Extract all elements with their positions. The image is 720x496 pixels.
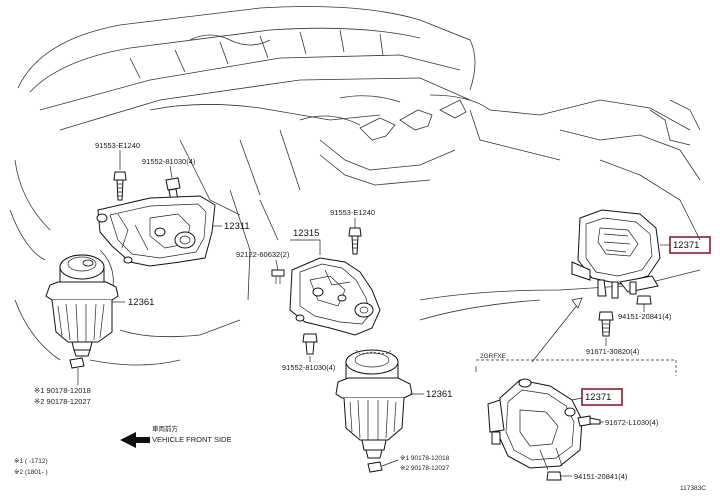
bolt-94151-bottom[interactable]: [546, 471, 562, 481]
bolt-91553-left[interactable]: [113, 171, 127, 201]
label-91552-left: 91552-81030(4): [142, 157, 196, 166]
label-94151-top: 94151-20841(4): [618, 312, 672, 321]
vehicle-front-arrow-icon: [120, 432, 150, 448]
bracket-12311[interactable]: [96, 195, 216, 267]
label-91553-left: 91553-E1240: [95, 141, 140, 150]
bolt-91672[interactable]: [577, 415, 601, 427]
label-12371-top: 12371: [673, 240, 699, 251]
label-94151-bottom: 94151-20841(4): [574, 472, 628, 481]
bolt-94151-top[interactable]: [636, 295, 652, 305]
mount-12371-bottom[interactable]: [487, 378, 583, 471]
leader-12371-bottom: [571, 397, 583, 401]
arrow-head: [571, 297, 583, 309]
label-91671: 91671-30820(4): [586, 347, 640, 356]
label-front-jp: 車両前方: [152, 424, 179, 433]
footnote-1: ※1 ( -1712): [14, 458, 48, 465]
nut-90178-left[interactable]: [69, 357, 85, 369]
leader-91552-left: [169, 165, 173, 179]
leader-12315: [290, 239, 321, 255]
figure-id: 117383C: [680, 485, 706, 492]
mount-12361-left[interactable]: [45, 254, 119, 357]
label-90178-left-2: ※2 90178-12027: [34, 397, 91, 406]
label-engine-code: 2GRFXE: [480, 353, 507, 360]
stud-92122[interactable]: [271, 269, 285, 284]
label-90178-mid-1: ※1 90178-12018: [400, 455, 450, 462]
leader-90178-mid: [381, 459, 399, 467]
engine-outline: [9, 6, 701, 366]
label-box-12371-bottom: [581, 388, 623, 406]
label-12361-mid: 12361: [426, 389, 452, 400]
leader-92122: [275, 259, 279, 271]
bolt-91552-mid[interactable]: [302, 333, 318, 355]
bolt-91553-mid[interactable]: [348, 227, 362, 255]
label-90178-left-1: ※1 90178-12018: [34, 386, 91, 395]
label-12371-bottom: 12371: [585, 392, 611, 403]
footnote-2: ※2 (1801- ): [14, 469, 48, 476]
label-front-en: VEHICLE FRONT SIDE: [152, 435, 231, 444]
label-92122: 92122-60632(2): [236, 250, 290, 259]
bracket-12315[interactable]: [289, 257, 381, 336]
label-90178-mid-2: ※2 90178-12027: [400, 465, 450, 472]
mount-12361-mid[interactable]: [335, 349, 413, 459]
nut-90178-mid[interactable]: [367, 461, 383, 473]
label-91552-mid: 91552-81030(4): [282, 363, 336, 372]
label-12361-left: 12361: [128, 297, 154, 308]
label-12311: 12311: [224, 221, 250, 232]
label-91672: 91672-L1030(4): [605, 418, 659, 427]
label-91553-mid: 91553-E1240: [330, 208, 375, 217]
label-12315: 12315: [293, 228, 319, 239]
bolt-91671[interactable]: [598, 311, 614, 337]
mount-12371-top[interactable]: [571, 209, 661, 299]
arrow-shaft: [531, 303, 579, 363]
engine-variant-frame: [476, 359, 677, 376]
